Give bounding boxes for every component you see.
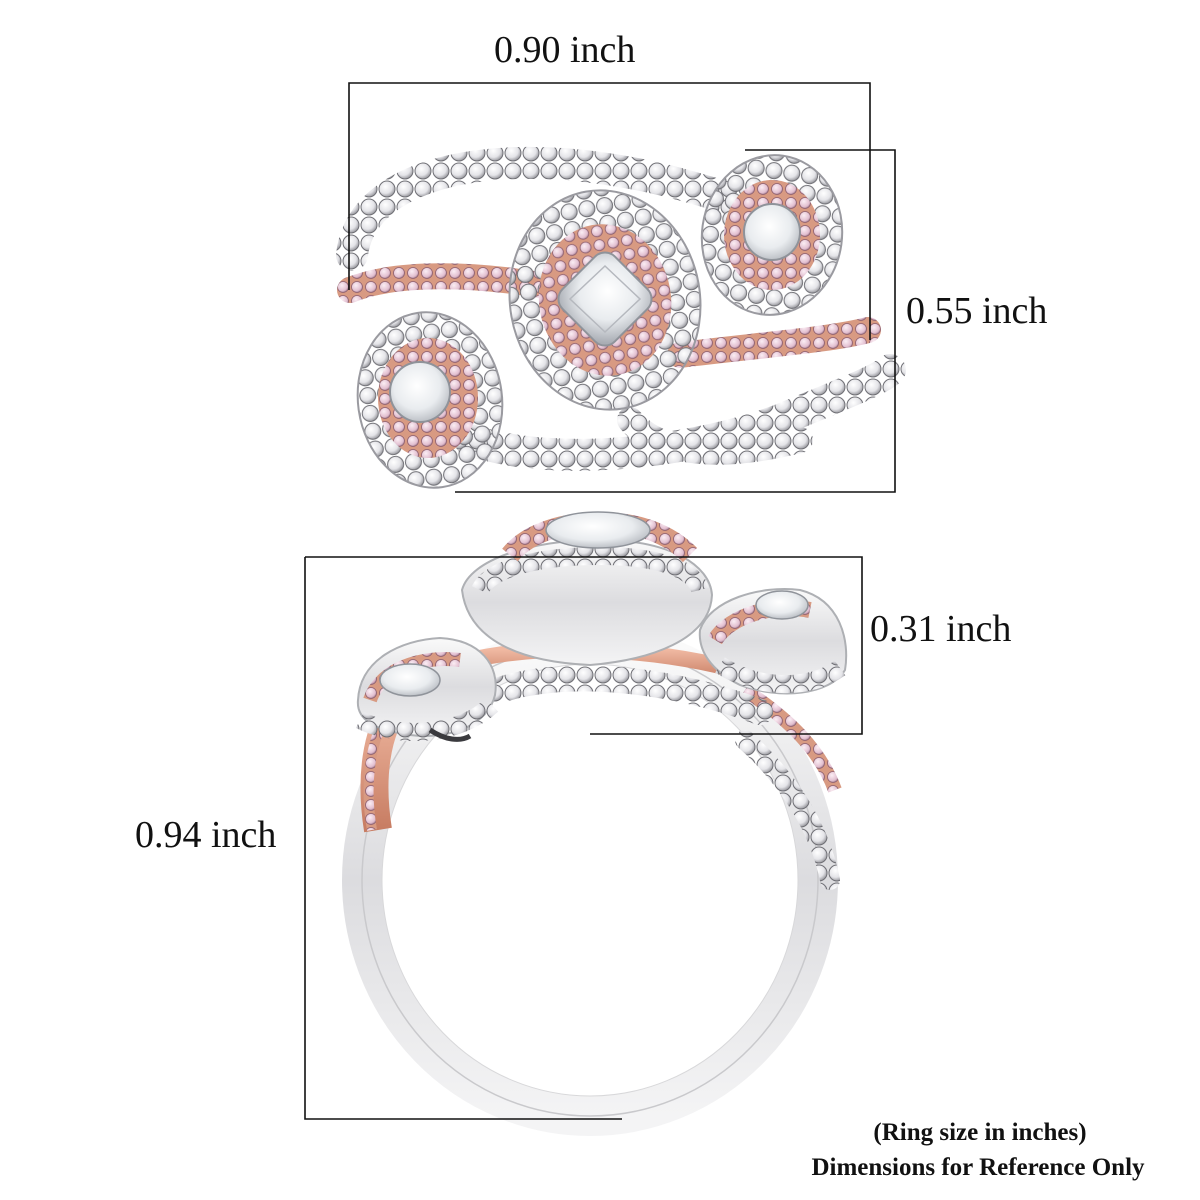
height-label: 0.55 inch <box>906 290 1048 332</box>
setting-height-label: 0.31 inch <box>870 608 1012 650</box>
ring-top-view <box>336 146 906 489</box>
ring-size-note: (Ring size in inches) <box>873 1119 1087 1146</box>
width-bracket <box>348 82 871 340</box>
width-label: 0.90 inch <box>494 29 636 71</box>
ring-side-view <box>342 511 848 1136</box>
reference-disclaimer: Dimensions for Reference Only <box>811 1154 1145 1181</box>
ring-height-label: 0.94 inch <box>135 814 277 856</box>
setting-height-bracket <box>305 556 863 735</box>
ring-height-bracket <box>304 557 622 1120</box>
height-bracket <box>455 149 896 493</box>
